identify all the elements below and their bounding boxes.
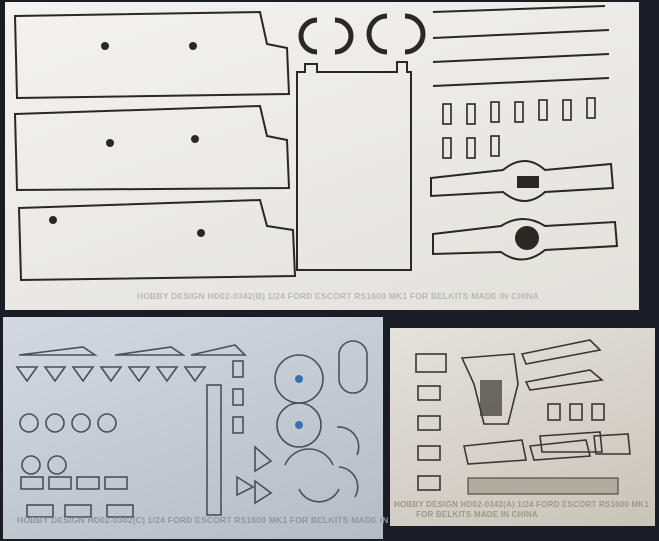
round-washer-row [19,413,117,475]
cross-bracket-2 [432,218,619,261]
small-bracket [466,103,476,125]
oval-plate [338,340,368,394]
sheet-a-caption-line-1: HOBBY DESIGN HD02-0342(A) 1/24 FORD ESCO… [394,500,649,509]
side-strip-4 [432,77,610,87]
triangle-bracket-row-1 [15,366,207,383]
sheet-a-parts [415,339,631,495]
mount-hole [189,42,197,50]
arc-part-4 [404,13,426,55]
small-bracket [514,101,524,123]
sheet-c-caption: HOBBY DESIGN HD02-0342(C) 1/24 FORD ESCO… [17,515,419,525]
small-bracket [538,99,548,121]
floor-panel-3 [17,198,297,282]
bracket-cluster [460,353,519,425]
small-bracket [490,101,500,123]
cross-bracket-1 [430,160,615,202]
sheet-a-caption-line-2: FOR BELKITS MADE IN CHINA [416,510,538,519]
side-strip-1 [432,5,606,13]
small-bracket [586,97,596,119]
floor-panel-2 [13,104,291,192]
small-bracket [466,137,476,159]
small-bracket [442,103,452,125]
long-strip [206,384,222,516]
floor-panel-1 [13,10,291,100]
small-bracket [442,137,452,159]
small-bracket [562,99,572,121]
rectangular-plate-row [20,476,134,518]
center-panel [296,61,412,271]
arc-part-3 [366,13,388,55]
side-strip-3 [432,53,610,63]
arc-part-2 [334,17,354,55]
sheet-b-parts [13,5,619,282]
disc-part [276,402,322,448]
mount-hole [101,42,109,50]
mesh-grille [467,477,619,495]
mount-hole [197,229,205,237]
photo-etch-sheet-a: HOBBY DESIGN HD02-0342(A) 1/24 FORD ESCO… [390,328,655,526]
mount-hole [106,139,114,147]
mount-hole [49,216,57,224]
sheet-c-parts [15,340,368,518]
sheet-b-caption: HOBBY DESIGN HD02-0342(B) 1/24 FORD ESCO… [137,291,539,301]
photo-etch-sheet-b: HOBBY DESIGN HD02-0342(B) 1/24 FORD ESCO… [5,2,639,310]
mount-hole [191,135,199,143]
arc-part-1 [298,17,318,55]
small-bracket [490,135,500,157]
side-strip-2 [432,29,610,39]
photo-etch-sheet-c: HOBBY DESIGN HD02-0342(C) 1/24 FORD ESCO… [3,317,419,539]
